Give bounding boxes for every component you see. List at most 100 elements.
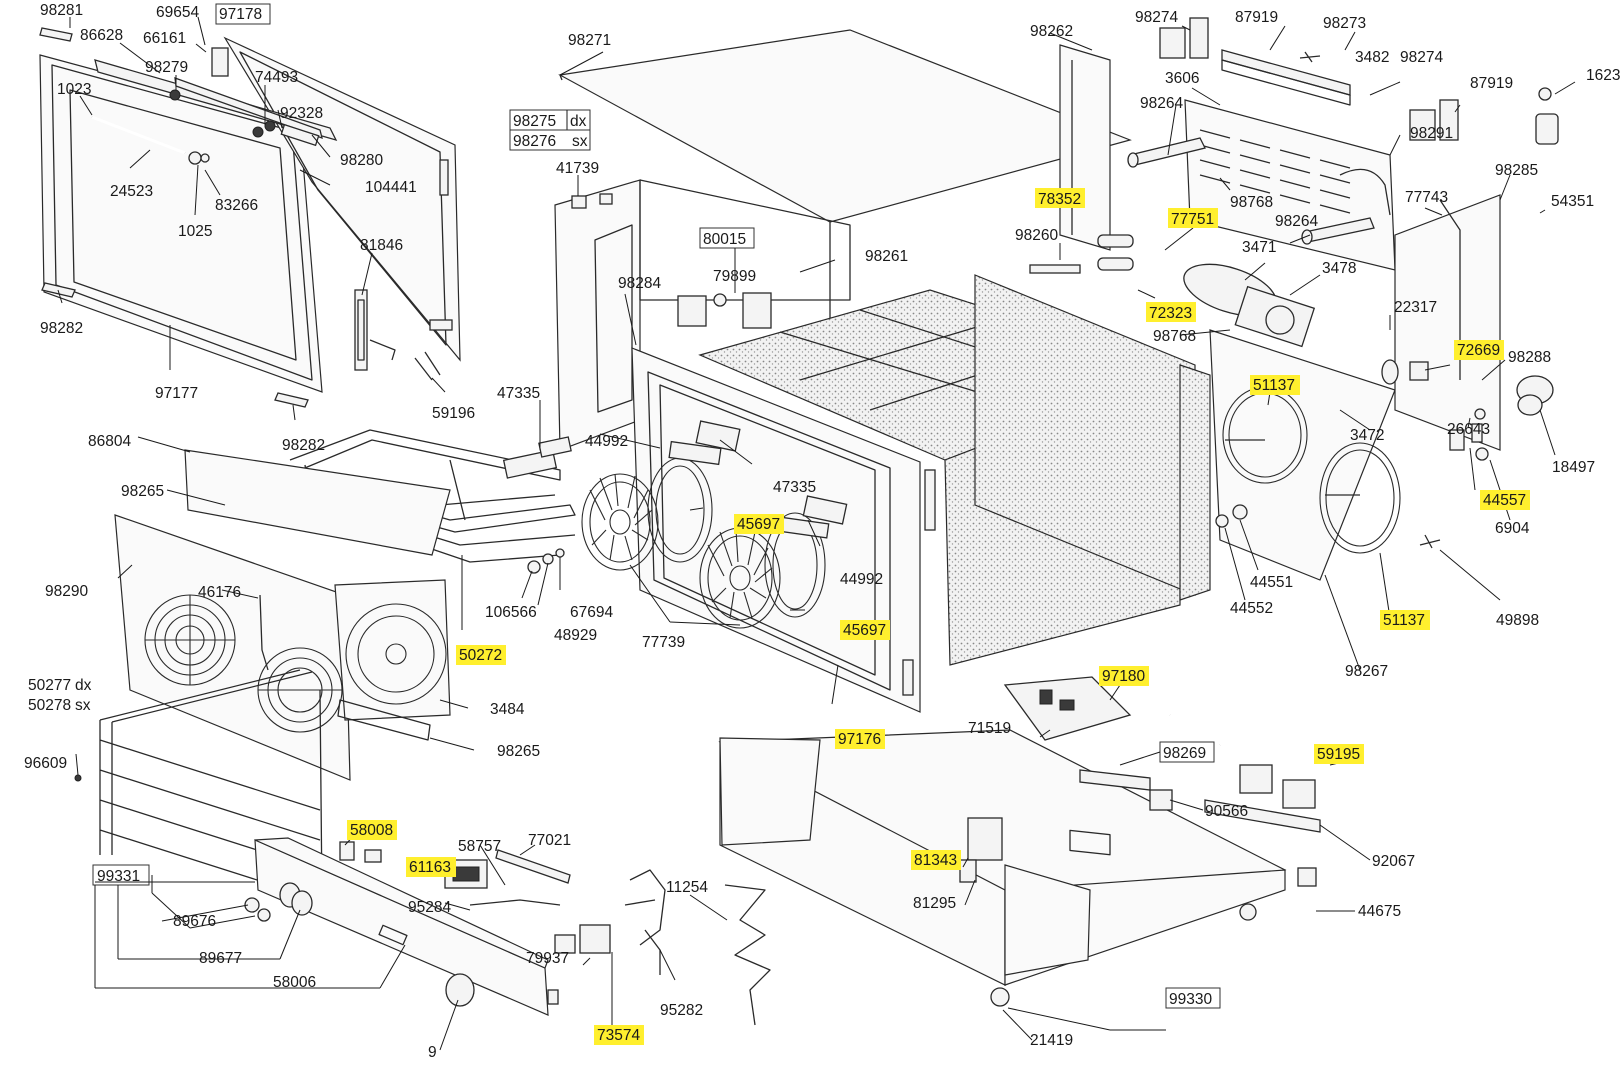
- part-label: 86628: [80, 27, 123, 44]
- fan-wheel-upper: [581, 473, 659, 571]
- part-label: 98274: [1400, 49, 1443, 66]
- part-label: 98291: [1410, 125, 1453, 142]
- part-label: 71519: [968, 720, 1011, 737]
- part-label: 58006: [273, 974, 316, 991]
- part-label: 77751: [1171, 211, 1214, 228]
- solenoid-valve-44557: [1449, 408, 1489, 461]
- part-label: 44675: [1358, 903, 1401, 920]
- part-label: 44551: [1250, 574, 1293, 591]
- part-label: 59195: [1317, 746, 1360, 763]
- part-label: 24523: [110, 183, 153, 200]
- part-label: 74493: [255, 69, 298, 86]
- leader-lines: [57, 16, 1576, 1051]
- part-label: 3482: [1355, 49, 1389, 66]
- part-label: 50278: [28, 697, 71, 714]
- part-label: 50277: [28, 677, 71, 694]
- label-frames: [92, 3, 1221, 1009]
- fan-shroud-98290: [114, 449, 451, 781]
- part-label: 87919: [1235, 9, 1278, 26]
- part-label: 95284: [408, 899, 451, 916]
- part-label: 98768: [1230, 194, 1273, 211]
- base-tray-99330: [718, 729, 1287, 1007]
- part-label: 1025: [178, 223, 212, 240]
- part-label: 58757: [458, 838, 501, 855]
- part-label: 81846: [360, 237, 403, 254]
- part-label: 73574: [597, 1027, 640, 1044]
- part-label: 72669: [1457, 342, 1500, 359]
- part-label: 99330: [1169, 991, 1212, 1008]
- part-label: 44552: [1230, 600, 1273, 617]
- part-label: 41739: [556, 160, 599, 177]
- part-label: 59196: [432, 405, 475, 422]
- part-label: 46176: [198, 584, 241, 601]
- part-label: dx: [570, 113, 587, 130]
- wiring-loom-59195: [1166, 678, 1321, 833]
- part-label: 21419: [1030, 1032, 1073, 1049]
- part-label: 104441: [365, 179, 417, 196]
- part-label: 49898: [1496, 612, 1539, 629]
- part-label: 80015: [703, 231, 746, 248]
- part-label: sx: [572, 133, 588, 150]
- part-label: 98285: [1495, 162, 1538, 179]
- part-label: 3478: [1322, 260, 1356, 277]
- part-label: 97176: [838, 731, 881, 748]
- part-label: 98264: [1140, 95, 1183, 112]
- part-label: 98261: [865, 248, 908, 265]
- part-label: 47335: [773, 479, 816, 496]
- part-label: 3471: [1242, 239, 1276, 256]
- part-label: 61163: [409, 859, 451, 876]
- vent-tube: [1127, 137, 1375, 245]
- part-label: 67694: [570, 604, 613, 621]
- part-label: 95282: [660, 1002, 703, 1019]
- part-label: 98269: [1163, 745, 1206, 762]
- part-label: 3484: [490, 701, 525, 718]
- part-label: 9: [428, 1044, 437, 1061]
- part-label: 98284: [618, 275, 661, 292]
- back-cover-98262: [1059, 44, 1111, 251]
- part-label: 98290: [45, 583, 88, 600]
- fan-guard-right: [257, 647, 343, 733]
- part-label: 77021: [528, 832, 571, 849]
- right-side-panel-98285: [1394, 194, 1501, 451]
- part-label: 78352: [1038, 191, 1081, 208]
- part-label: 47335: [497, 385, 540, 402]
- part-label: 98267: [1345, 663, 1388, 680]
- part-label: 81343: [914, 852, 957, 869]
- capacitors-77751: [1097, 234, 1134, 271]
- part-label: 89676: [173, 913, 216, 930]
- part-label: 89677: [199, 950, 242, 967]
- part-label: 58008: [350, 822, 393, 839]
- part-label: 69654: [156, 4, 199, 21]
- part-label: 18497: [1552, 459, 1595, 476]
- part-label: 98280: [340, 152, 383, 169]
- part-label: 90566: [1205, 803, 1248, 820]
- part-labels: 98281 69654 97178 86628 66161 98279 7449…: [24, 2, 1620, 1061]
- part-label: 11254: [666, 879, 708, 896]
- part-label: 98273: [1323, 15, 1366, 32]
- part-label: 50272: [459, 647, 502, 664]
- part-label: 96609: [24, 755, 67, 772]
- motor-mount-plate: [1209, 329, 1396, 581]
- part-label: 77739: [642, 634, 685, 651]
- part-label: 48929: [554, 627, 597, 644]
- relay-81343: [959, 817, 1003, 883]
- spring-72669: [1381, 359, 1429, 385]
- part-label: 81295: [913, 895, 956, 912]
- part-label: 98262: [1030, 23, 1073, 40]
- part-label: 98288: [1508, 349, 1551, 366]
- part-label: 3472: [1350, 427, 1384, 444]
- part-label: 54351: [1551, 193, 1594, 210]
- motor-51137-bottom: [1319, 442, 1401, 554]
- part-label: 99331: [97, 868, 140, 885]
- rear-panel-98291: [1184, 99, 1396, 271]
- part-label: 98276: [513, 133, 556, 150]
- part-label: 66161: [143, 30, 186, 47]
- part-label: 51137: [1253, 377, 1295, 394]
- part-label: 22317: [1394, 299, 1437, 316]
- part-label: 98265: [497, 743, 540, 760]
- part-label: 98260: [1015, 227, 1058, 244]
- part-label: 97177: [155, 385, 198, 402]
- part-label: 44992: [840, 571, 883, 588]
- control-board-97180: [1003, 676, 1132, 741]
- part-label: 98282: [282, 437, 325, 454]
